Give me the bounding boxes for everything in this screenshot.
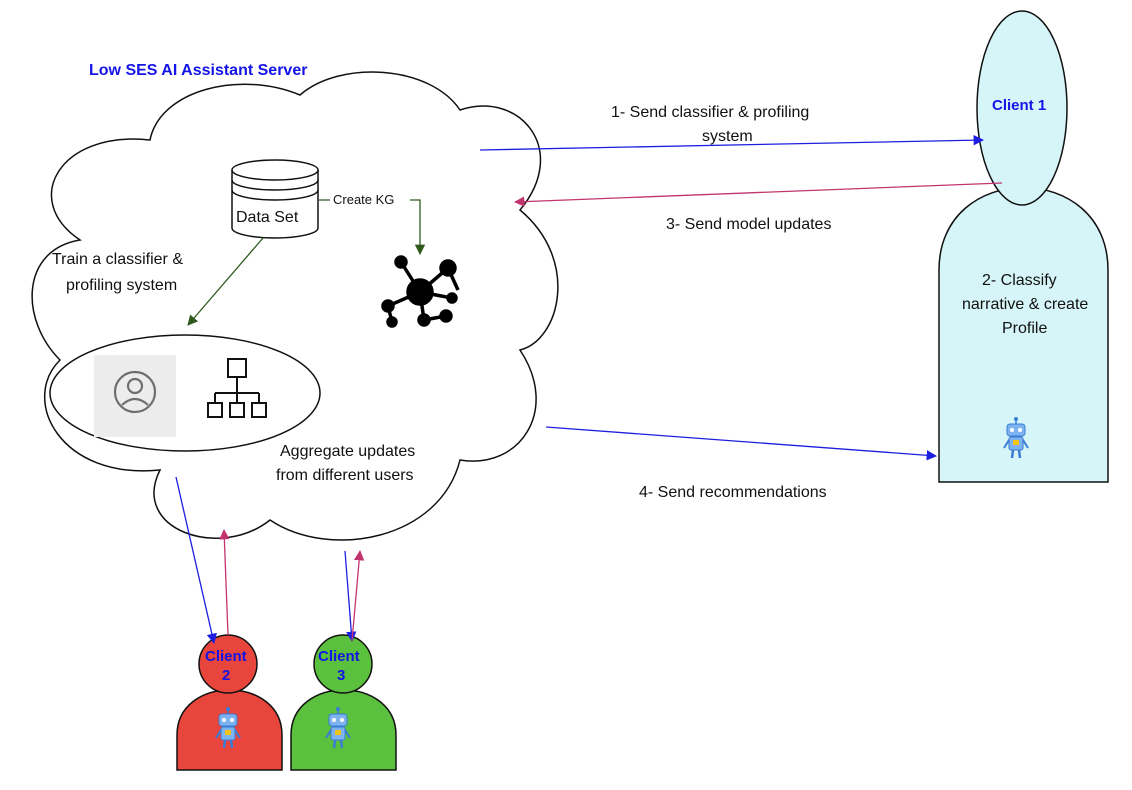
robot-icon [215,707,241,749]
client1-classify-line1: 2- Classify [982,272,1057,289]
client1-classify-line3: Profile [1002,320,1047,337]
flow-send-classifier-line2: system [702,128,753,145]
arrow-server-to-client2 [175,476,217,645]
robot-icon [325,707,351,749]
knowledge-graph-icon [381,255,460,328]
client1-figure [938,10,1109,483]
aggregate-label-line1: Aggregate updates [280,443,415,460]
arrow-send-model-updates [513,182,1003,207]
dataset-label: Data Set [236,209,299,226]
profile-icon [94,355,176,437]
hierarchy-icon [207,358,267,418]
flow-send-classifier-line1: 1- Send classifier & profiling [611,104,809,121]
client3-label-line1: Client [318,648,360,665]
client1-label: Client 1 [992,97,1046,114]
client1-classify-line2: narrative & create [962,296,1088,313]
arrow-client2-to-server [219,528,230,636]
flow-send-recommendations: 4- Send recommendations [639,484,827,501]
client2-label-line2: 2 [222,667,230,684]
arrow-send-recommendations [545,426,938,461]
robot-icon [1003,417,1029,459]
client3-label-line2: 3 [337,667,345,684]
model-ellipse [49,334,321,452]
client2-label-line1: Client [205,648,247,665]
dataset-cylinder [231,159,319,239]
create-kg-arrow [318,199,420,254]
train-arrow [187,237,264,326]
arrow-server-to-client3 [344,550,357,643]
aggregate-label-line2: from different users [276,467,414,484]
server-title: Low SES AI Assistant Server [89,62,307,79]
create-kg-label: Create KG [333,192,394,207]
arrow-send-classifier [479,134,985,151]
train-label-line2: profiling system [66,277,177,294]
flow-send-model-updates: 3- Send model updates [666,216,831,233]
train-label-line1: Train a classifier & [52,251,183,268]
arrow-client3-to-server [351,549,365,642]
